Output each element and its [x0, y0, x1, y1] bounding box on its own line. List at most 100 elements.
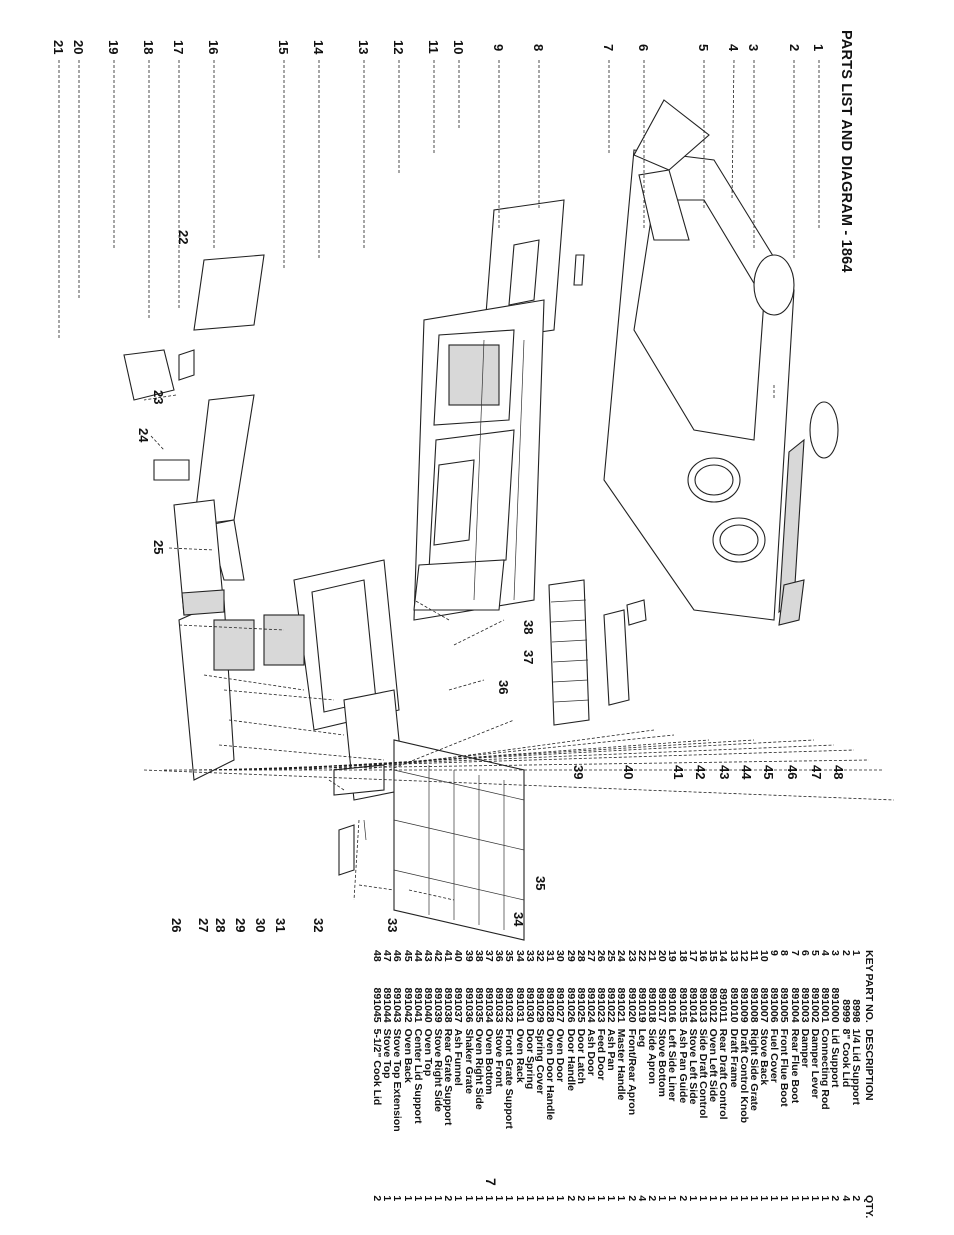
callout-28: 28 — [213, 918, 228, 932]
row-qty: 1 — [605, 1195, 618, 1202]
row-part-no: 891004 — [788, 987, 801, 1023]
row-qty: 1 — [472, 1195, 485, 1202]
row-description: Rear Grate Support — [443, 1028, 454, 1126]
row-key: 12 — [737, 950, 750, 962]
row-part-no: 891021 — [615, 987, 628, 1023]
callout-6: 6 — [636, 44, 651, 51]
row-part-no: 891023 — [595, 987, 608, 1023]
callout-36: 36 — [496, 680, 511, 694]
header-qty: QTY. — [863, 1195, 875, 1219]
row-qty: 1 — [747, 1195, 760, 1202]
row-qty: 1 — [381, 1195, 394, 1202]
row-description: Ash Door — [585, 1028, 596, 1076]
row-part-no: 891039 — [432, 987, 445, 1023]
row-key: 27 — [584, 950, 597, 962]
row-qty: 1 — [595, 1195, 608, 1202]
callout-34: 34 — [511, 912, 526, 927]
row-key: 35 — [503, 950, 516, 962]
row-description: Door Spring — [524, 1028, 535, 1090]
callout-9: 9 — [491, 44, 506, 51]
row-qty: 1 — [493, 1195, 506, 1202]
row-description: Stove Bottom — [657, 1028, 668, 1097]
row-qty: 1 — [707, 1195, 720, 1202]
row-part-no: 891029 — [534, 987, 546, 1023]
row-qty: 1 — [584, 1195, 597, 1202]
callout-20: 20 — [71, 40, 86, 54]
row-part-no: 891045 — [371, 987, 383, 1023]
header-description: DESCRIPTION — [863, 1028, 874, 1101]
row-qty: 1 — [686, 1195, 699, 1202]
row-key: 40 — [452, 950, 465, 962]
row-part-no: 891018 — [646, 987, 659, 1023]
row-qty: 1 — [483, 1195, 496, 1202]
row-part-no: 891013 — [697, 987, 709, 1023]
row-description: Center Lid Support — [412, 1028, 423, 1124]
row-description: Stove Back — [758, 1028, 770, 1086]
row-part-no: 891014 — [686, 987, 699, 1023]
row-qty: 1 — [727, 1195, 740, 1202]
row-description: Ash Pan Guide — [677, 1028, 688, 1104]
row-key: 44 — [411, 950, 424, 962]
row-qty: 2 — [442, 1195, 455, 1202]
callout-39: 39 — [571, 765, 586, 779]
row-description: Oven Door — [555, 1028, 566, 1083]
row-description: Shaker Grate — [463, 1028, 474, 1094]
row-description: Side Apron — [646, 1028, 658, 1085]
row-qty: 1 — [615, 1195, 628, 1202]
row-description: Oven Right Side — [473, 1028, 484, 1110]
callout-16: 16 — [206, 40, 221, 54]
callout-8: 8 — [531, 44, 546, 51]
row-qty: 2 — [625, 1195, 638, 1202]
row-qty: 2 — [564, 1195, 577, 1202]
row-key: 9 — [768, 950, 781, 956]
row-description: Connecting Rod — [820, 1028, 831, 1110]
row-qty: 1 — [737, 1195, 750, 1202]
callouts: 1 2 3 4 5 6 7 8 9 10 11 12 13 14 15 16 1 — [51, 40, 846, 932]
callout-32: 32 — [311, 918, 326, 932]
row-part-no: 891040 — [421, 987, 434, 1023]
row-description: Damper Lever — [809, 1028, 821, 1099]
callout-17: 17 — [171, 40, 186, 54]
row-key: 6 — [798, 950, 811, 956]
callout-13: 13 — [356, 40, 371, 54]
row-key: 45 — [401, 950, 414, 962]
row-key: 3 — [829, 950, 842, 956]
row-description: 1/4 Lid Support — [850, 1028, 861, 1106]
row-part-no: 891041 — [411, 987, 424, 1023]
parts-list-header: KEY PART NO. DESCRIPTION QTY. — [863, 950, 875, 1219]
oven-rack-drawing — [393, 739, 525, 941]
callout-30: 30 — [253, 918, 268, 932]
row-description: Oven Bottom — [483, 1028, 495, 1095]
callout-18: 18 — [141, 40, 156, 54]
row-qty: 4 — [635, 1195, 648, 1202]
row-qty: 1 — [656, 1195, 669, 1202]
row-description: Front Flue Boot — [779, 1028, 790, 1107]
row-qty: 1 — [452, 1195, 465, 1202]
row-key: 42 — [432, 950, 445, 962]
row-qty: 1 — [411, 1195, 424, 1202]
row-qty: 4 — [839, 1195, 852, 1202]
row-part-no: 891038 — [442, 987, 455, 1023]
stove-top-drawing — [603, 149, 839, 626]
row-part-no: 891025 — [574, 987, 587, 1023]
row-part-no: 891010 — [727, 987, 740, 1023]
